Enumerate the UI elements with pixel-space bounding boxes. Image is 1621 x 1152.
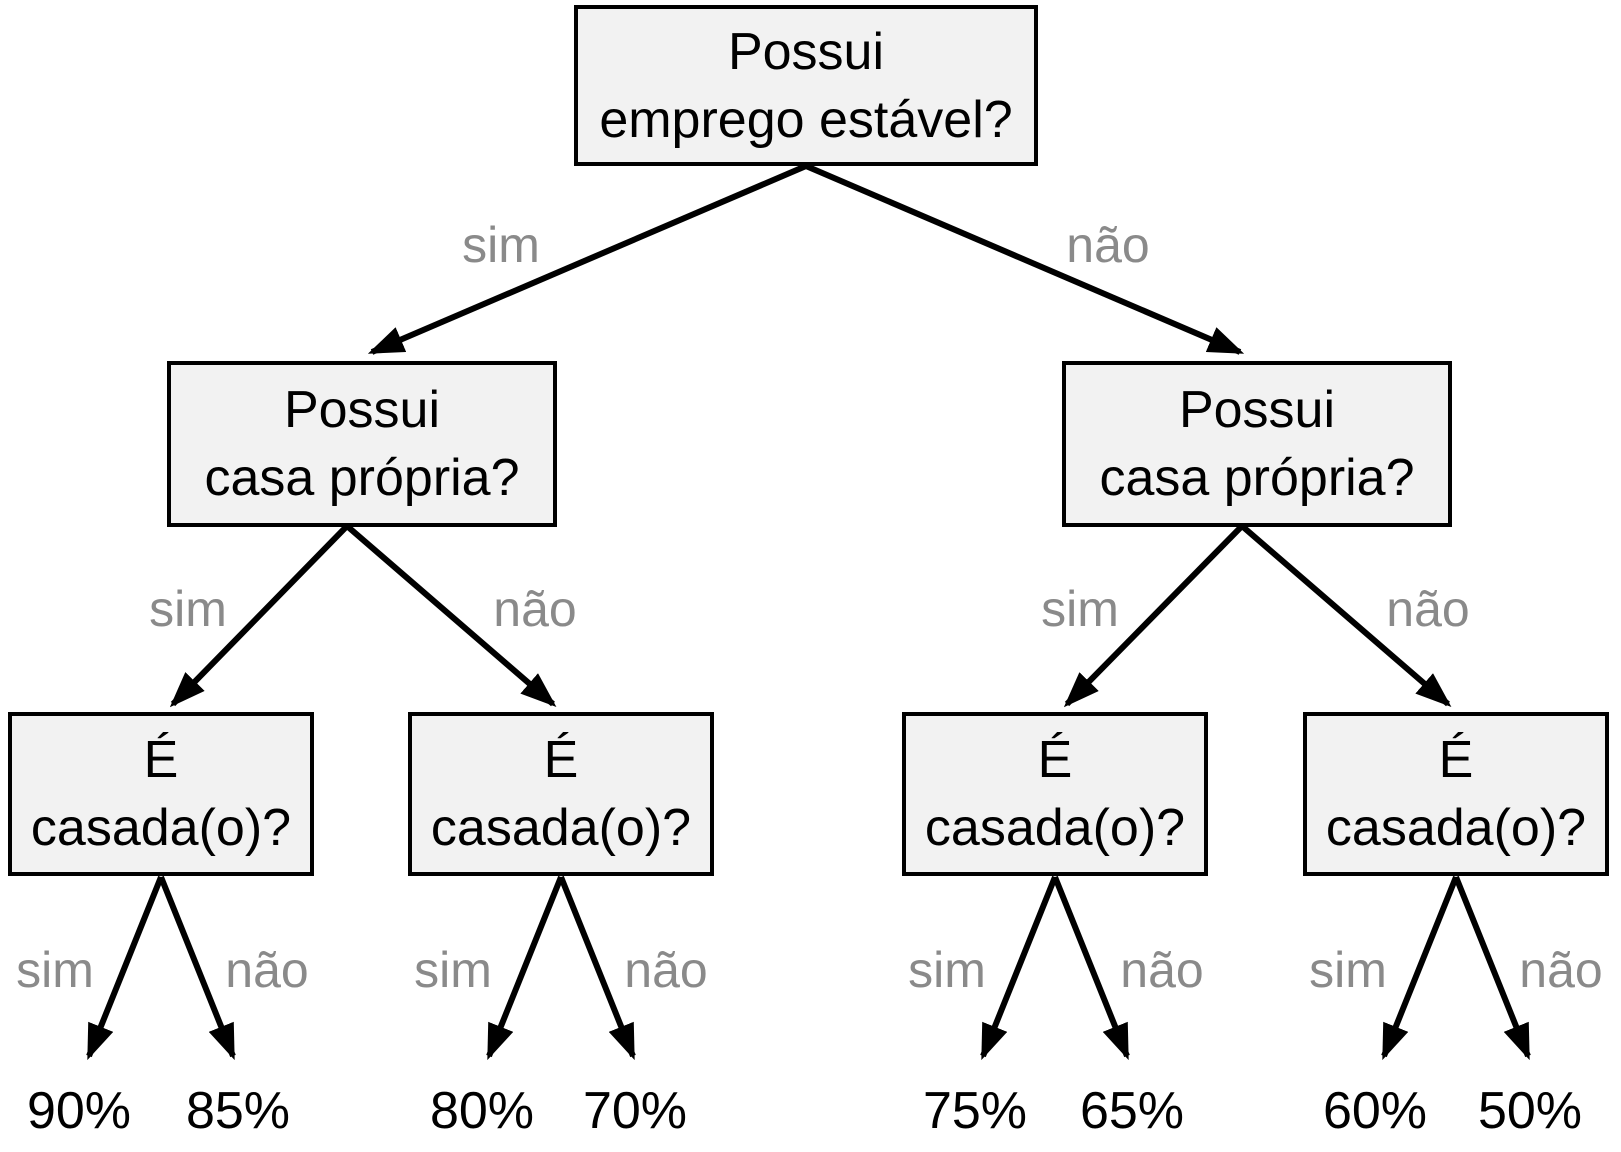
- edge-label-house-left-sim: sim: [149, 581, 227, 637]
- leaf-4: 70%: [582, 1082, 688, 1140]
- edge-house-right-sim: [1063, 523, 1245, 708]
- node-married-3: É casada(o)?: [902, 712, 1208, 876]
- node-text-line: É: [1037, 731, 1073, 789]
- edge-label-married3-sim: sim: [908, 942, 986, 998]
- edge-root-sim: [367, 163, 808, 355]
- node-married-2: É casada(o)?: [408, 712, 714, 876]
- node-text-line: casa própria?: [204, 449, 520, 507]
- edge-married2-nao: [558, 875, 636, 1061]
- edge-label-married1-nao: não: [225, 942, 309, 998]
- edge-married1-sim: [86, 875, 164, 1061]
- edge-house-right-nao: [1240, 523, 1452, 707]
- node-text-line: É: [1438, 731, 1474, 789]
- edge-house-left-nao: [345, 523, 557, 707]
- leaf-8: 50%: [1477, 1082, 1583, 1140]
- node-own-house-right: Possui casa própria?: [1062, 361, 1452, 527]
- leaf-6: 65%: [1079, 1082, 1185, 1140]
- edge-label-house-right-nao: não: [1386, 581, 1470, 637]
- leaf-1: 90%: [26, 1082, 132, 1140]
- edge-label-root-sim: sim: [462, 217, 540, 273]
- node-text-line: casada(o)?: [430, 799, 692, 857]
- node-stable-job: Possui emprego estável?: [574, 5, 1038, 166]
- edge-root-nao: [804, 163, 1245, 355]
- edge-label-married4-nao: não: [1519, 942, 1603, 998]
- node-text-line: casa própria?: [1099, 449, 1415, 507]
- node-text-line: casada(o)?: [30, 799, 292, 857]
- node-married-1: É casada(o)?: [8, 712, 314, 876]
- edge-married3-sim: [980, 875, 1058, 1061]
- node-own-house-left: Possui casa própria?: [167, 361, 557, 527]
- node-text-line: Possui: [283, 381, 441, 439]
- edge-label-married4-sim: sim: [1309, 942, 1387, 998]
- edge-label-house-left-nao: não: [493, 581, 577, 637]
- node-text-line: É: [143, 731, 179, 789]
- leaf-7: 60%: [1322, 1082, 1428, 1140]
- node-text-line: Possui: [727, 22, 885, 81]
- edge-label-married1-sim: sim: [16, 942, 94, 998]
- edge-married3-nao: [1052, 875, 1130, 1061]
- edge-married4-sim: [1381, 875, 1459, 1061]
- leaf-2: 85%: [185, 1082, 291, 1140]
- node-text-line: casada(o)?: [924, 799, 1186, 857]
- leaf-5: 75%: [922, 1082, 1028, 1140]
- edge-married4-nao: [1453, 875, 1531, 1061]
- node-text-line: casada(o)?: [1325, 799, 1587, 857]
- edge-label-married2-nao: não: [624, 942, 708, 998]
- edge-label-married3-nao: não: [1120, 942, 1204, 998]
- edge-label-root-nao: não: [1066, 217, 1150, 273]
- edge-married2-sim: [486, 875, 564, 1061]
- node-text-line: emprego estável?: [599, 90, 1013, 149]
- edge-label-house-right-sim: sim: [1041, 581, 1119, 637]
- node-text-line: É: [543, 731, 579, 789]
- edge-label-married2-sim: sim: [414, 942, 492, 998]
- node-text-line: Possui: [1178, 381, 1336, 439]
- edge-house-left-sim: [169, 523, 350, 708]
- node-married-4: É casada(o)?: [1303, 712, 1609, 876]
- leaf-3: 80%: [429, 1082, 535, 1140]
- edge-married1-nao: [158, 875, 236, 1061]
